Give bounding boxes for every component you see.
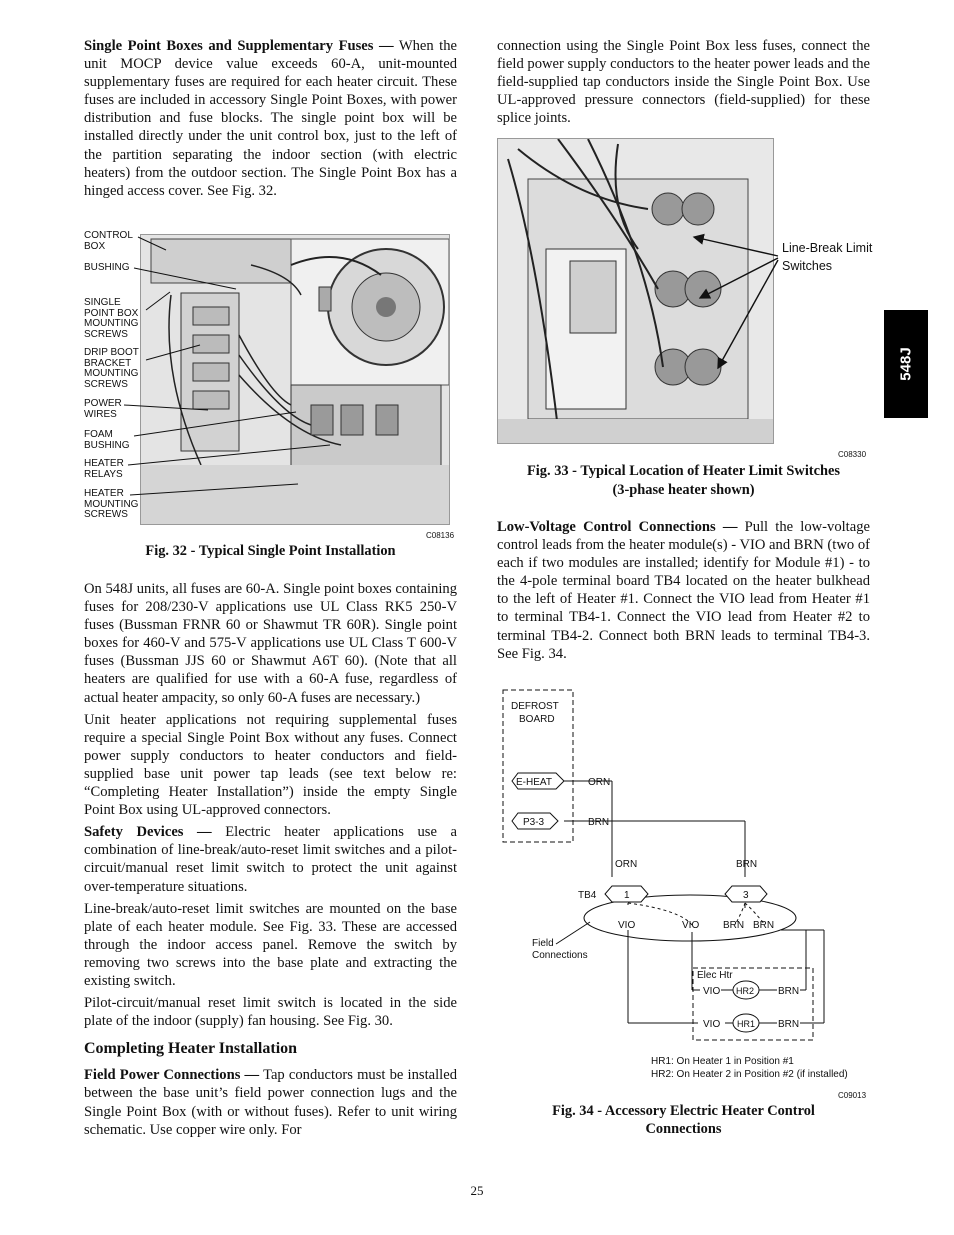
paragraph-line-break-switches: Line-break/auto-reset limit switches are… [84,900,457,989]
hr2-note: HR2: On Heater 2 in Position #2 (if inst… [651,1069,848,1080]
paragraph-body: When the unit MOCP device value exceeds … [84,38,457,199]
paragraph-fuses: On 548J units, all fuses are 60-A. Singl… [84,581,457,706]
figure-32-caption: Fig. 32 - Typical Single Point Installat… [145,543,396,559]
label-drip-boot-bracket-mounting-screws: DRIP BOOT BRACKET MOUNTING SCREWS [84,347,139,390]
figure-33-caption-line1: Fig. 33 - Typical Location of Heater Lim… [527,463,840,479]
right-column-body: Low-Voltage Control Connections — Pull t… [497,518,870,667]
p3-3-connector [511,812,559,830]
vio-2-label: VIO [682,920,699,931]
brn-2-label: BRN [753,920,774,931]
tb4-terminal-1 [604,885,649,903]
field-connections-label-line2: Connections [532,950,588,961]
elec-htr-label: Elec Htr [697,970,733,981]
paragraph-field-power-connections: Field Power Connections — Tap conductors… [84,1066,457,1138]
tb4-label: TB4 [578,890,597,901]
heading-safety-devices: Safety Devices — [84,824,212,841]
hr1-vio-label: VIO [703,1019,720,1030]
figure-33-code: C08330 [838,450,867,459]
side-tab-label: 548J [897,347,915,381]
p3-3-label: P3-3 [523,817,545,828]
side-tab: 548J [884,310,928,418]
orn-tb4-label: ORN [615,859,637,870]
e-heat-label: E-HEAT [516,777,552,788]
left-column-top: Single Point Boxes and Supplementary Fus… [84,37,457,204]
paragraph-body: Pull the low-voltage control leads from … [497,519,870,662]
label-control-box: CONTROL BOX [84,230,133,252]
paragraph-pilot-circuit-switch: Pilot-circuit/manual reset limit switch … [84,995,457,1030]
paragraph-connection-using-single-point-box: connection using the Single Point Box le… [497,38,870,127]
figure-33-caption-line2: (3-phase heater shown) [612,482,755,498]
label-single-point-box-mounting-screws: SINGLE POINT BOX MOUNTING SCREWS [84,297,139,340]
field-connections-ellipse [583,894,797,942]
defrost-board-box [502,689,574,843]
hr1-relay [732,1013,760,1033]
paragraph-body: Electric heater applications use a combi… [84,824,457,895]
label-power-wires: POWER WIRES [84,398,122,420]
vio-1-label: VIO [618,920,635,931]
hr2-label: HR2 [736,986,754,996]
brn-wire-label: BRN [588,817,609,828]
label-heater-relays: HEATER RELAYS [84,458,124,480]
hr1-label: HR1 [737,1019,755,1029]
brn-1-label: BRN [723,920,744,931]
heading-completing-heater-installation: Completing Heater Installation [84,1040,298,1058]
terminal-3-label: 3 [743,890,749,901]
label-foam-bushing: FOAM BUSHING [84,429,130,451]
e-heat-connector [511,772,565,790]
figure-33-photo [497,138,774,444]
terminal-1-label: 1 [624,890,630,901]
hr2-vio-label: VIO [703,986,720,997]
defrost-board-label-line1: DEFROST [511,701,559,712]
page-number: 25 [470,1183,484,1198]
brn-tb4-label: BRN [736,859,757,870]
orn-wire-label: ORN [588,777,610,788]
right-column-top: connection using the Single Point Box le… [497,37,870,131]
paragraph-low-voltage-control: Low-Voltage Control Connections — Pull t… [497,518,870,663]
heater-limit-switches-illustration [498,139,773,443]
figure-32-code: C08136 [426,531,455,540]
hr2-relay [732,980,760,1000]
hr1-brn-label: BRN [778,1019,799,1030]
paragraph-single-point-boxes: Single Point Boxes and Supplementary Fus… [84,37,457,200]
label-bushing: BUSHING [84,262,130,273]
hr2-brn-label: BRN [778,986,799,997]
label-line-break-limit-switches: Line-Break Limit Switches [782,241,873,273]
figure-34-caption-line2: Connections [645,1121,722,1137]
left-column-body: On 548J units, all fuses are 60-A. Singl… [84,580,457,1143]
heading-field-power-connections: Field Power Connections — [84,1067,260,1084]
figure-34-code: C09013 [838,1091,867,1100]
heading-low-voltage-control: Low-Voltage Control Connections — [497,519,738,535]
heading-single-point-boxes: Single Point Boxes and Supplementary Fus… [84,38,394,54]
hr1-note: HR1: On Heater 1 in Position #1 [651,1056,794,1067]
elec-htr-box [692,967,814,1041]
figure-34-caption-line1: Fig. 34 - Accessory Electric Heater Cont… [552,1103,815,1119]
paragraph-body: Tap conductors must be installed between… [84,1067,457,1138]
tb4-terminal-3 [724,885,768,903]
label-heater-mounting-screws: HEATER MOUNTING SCREWS [84,488,139,520]
paragraph-safety-devices: Safety Devices — Electric heater applica… [84,823,457,895]
defrost-board-label-line2: BOARD [519,714,555,725]
paragraph-no-supplemental-fuses: Unit heater applications not requiring s… [84,711,457,819]
figure-32-photo [140,234,450,525]
field-connections-label-line1: Field [532,938,554,949]
